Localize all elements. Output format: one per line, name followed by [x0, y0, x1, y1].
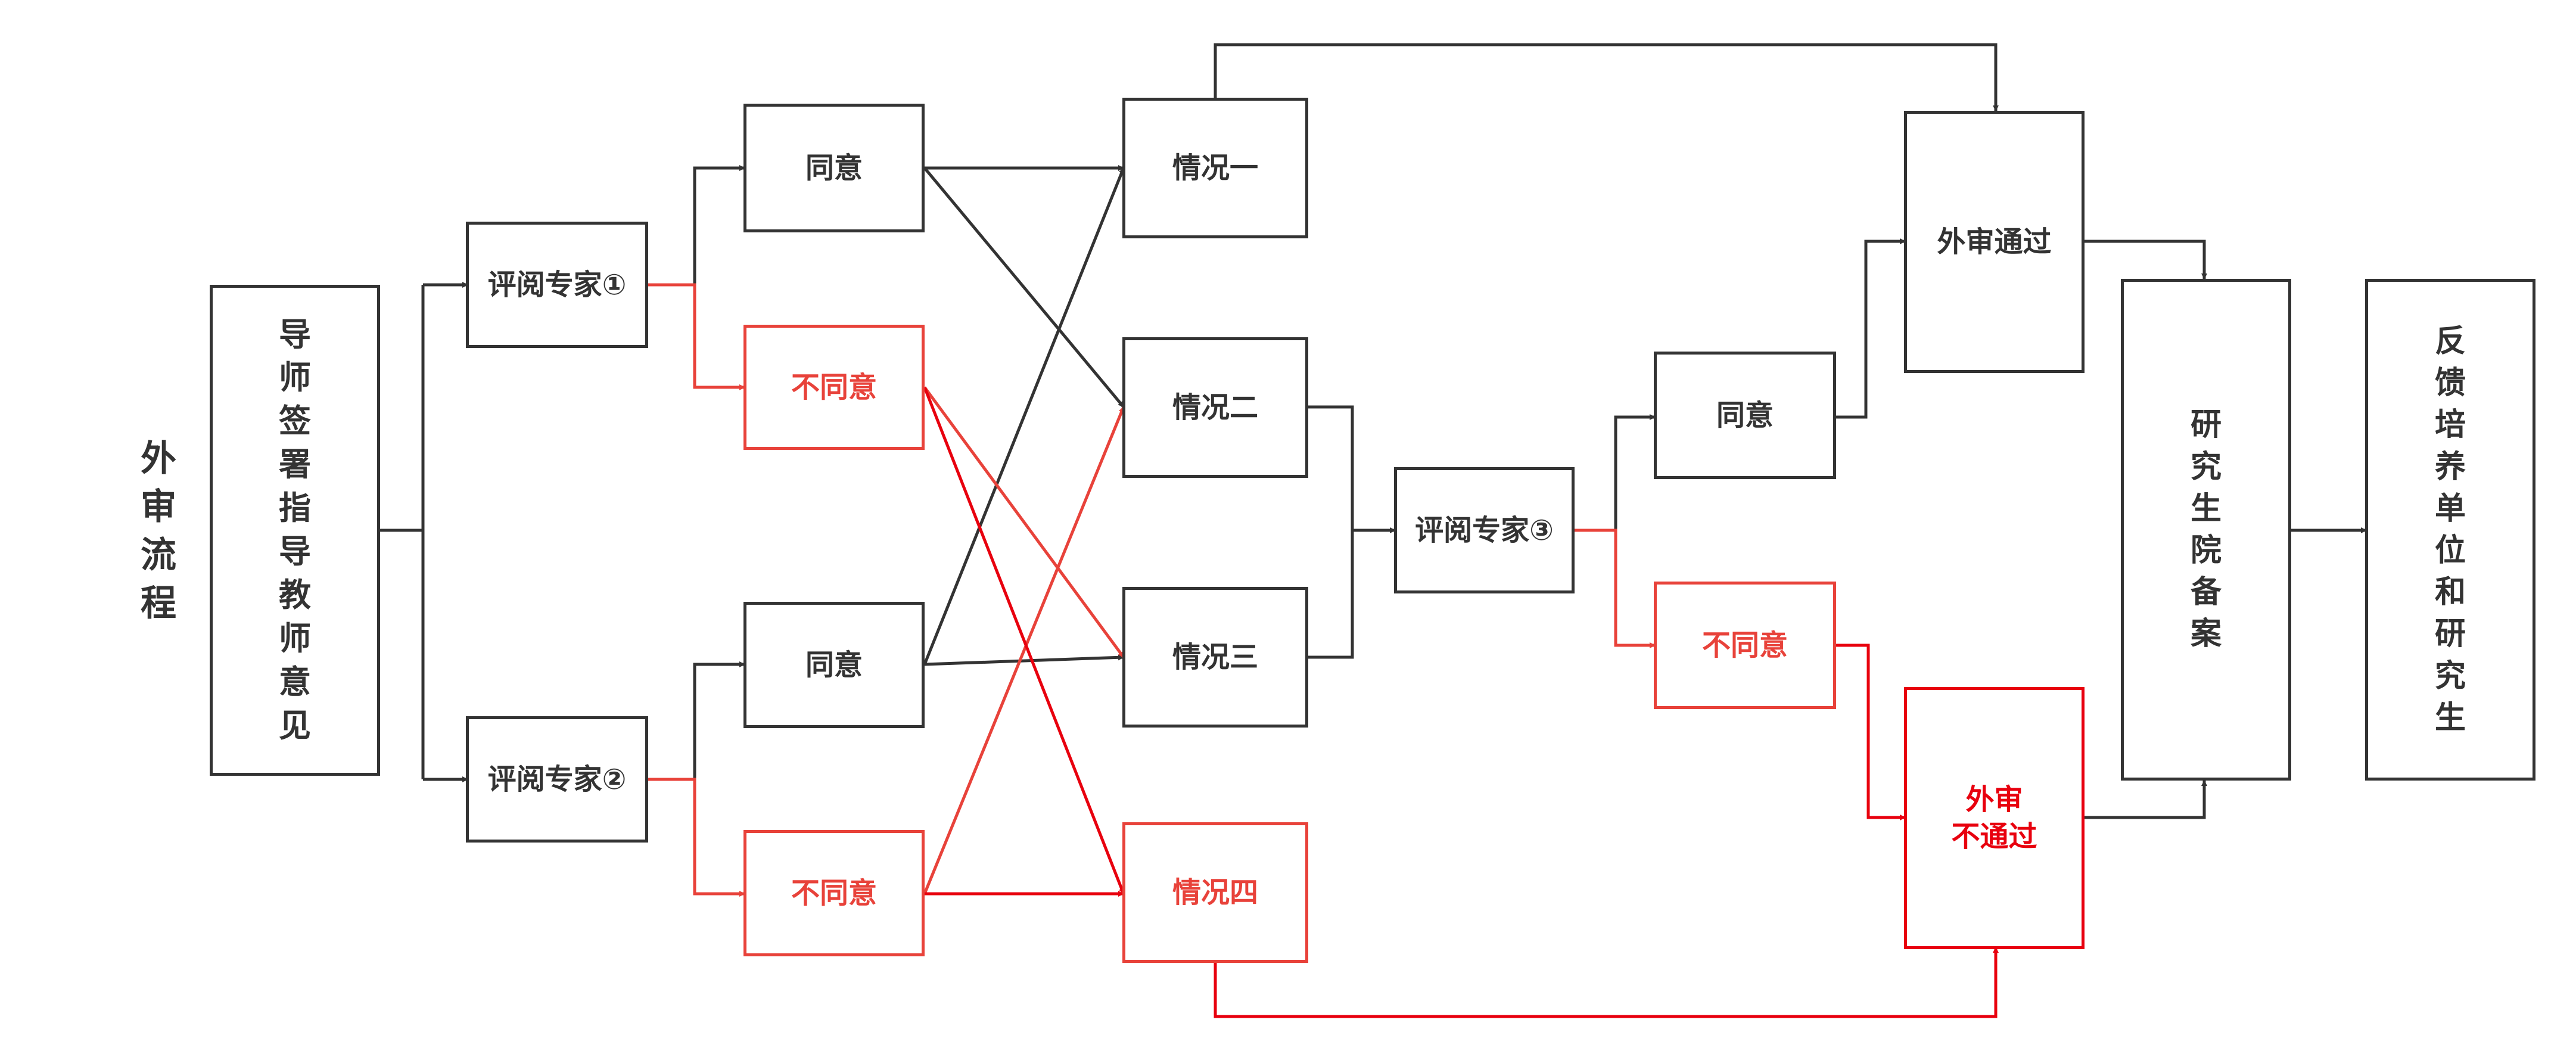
r3-agree-node: 同意 [1654, 352, 1836, 479]
arrow-case4-fail [1214, 947, 1999, 1018]
review-fail-label: 外审 不通过 [1951, 782, 2037, 853]
review-pass-node: 外审通过 [1904, 111, 2085, 373]
advisor-sign-node: 导师签署指导教师意见 [210, 285, 380, 776]
reviewer1-node: 评阅专家① [466, 222, 648, 348]
graduate-school-label: 研究生院备案 [2191, 407, 2222, 652]
case2-node: 情况二 [1122, 337, 1308, 478]
case2-label: 情况二 [1172, 390, 1258, 424]
arrow-r2-disagree [648, 778, 745, 897]
r1-disagree-node: 不同意 [743, 325, 925, 450]
case1-node: 情况一 [1122, 98, 1308, 238]
arrow-r1agree-case2 [923, 167, 1125, 408]
feedback-node: 反馈培养单位和研究生 [2365, 279, 2535, 781]
graduate-school-node: 研究生院备案 [2121, 279, 2291, 781]
connector-cases-reviewer3 [1307, 405, 1354, 659]
connector-advisor-reviewers [380, 285, 425, 779]
arrow-r2-agree [693, 661, 745, 779]
reviewer1-label: 评阅专家① [487, 268, 627, 301]
arrow-r3agree-pass [1836, 238, 1906, 419]
arrow-case1-pass [1214, 43, 1999, 111]
diagram-title: 外审流程 [141, 438, 176, 624]
arrow-r1-agree [693, 165, 745, 285]
arrow-pass-gradschool [2085, 240, 2207, 279]
arrow-r2agree-case1 [923, 167, 1125, 665]
r2-disagree-node: 不同意 [743, 830, 925, 956]
case4-node: 情况四 [1122, 822, 1308, 963]
r2-agree-label: 同意 [805, 648, 863, 682]
arrow-fail-gradschool [2085, 780, 2207, 819]
r1-disagree-label: 不同意 [791, 370, 877, 404]
r3-disagree-node: 不同意 [1654, 582, 1836, 709]
reviewer2-node: 评阅专家② [466, 716, 648, 843]
case4-label: 情况四 [1172, 875, 1258, 909]
case3-node: 情况三 [1122, 587, 1308, 728]
arrow-r2disagree-case2 [923, 406, 1125, 894]
arrow-r3disagree-fail [1836, 644, 1906, 820]
r1-agree-label: 同意 [805, 151, 863, 185]
review-pass-label: 外审通过 [1937, 225, 2052, 259]
r2-disagree-label: 不同意 [791, 876, 877, 910]
arrow-r1-disagree [648, 283, 745, 390]
arrow-r3-disagree [1575, 529, 1656, 648]
r3-agree-label: 同意 [1716, 398, 1774, 432]
advisor-sign-label: 导师签署指导教师意见 [279, 315, 311, 744]
r1-agree-node: 同意 [743, 104, 925, 232]
case1-label: 情况一 [1172, 151, 1258, 185]
reviewer2-label: 评阅专家② [487, 762, 627, 796]
arrow-r1disagree-case3 [923, 386, 1125, 658]
r3-disagree-label: 不同意 [1701, 628, 1788, 662]
arrow-r1disagree-case4 [923, 387, 1125, 894]
reviewer3-label: 评阅专家③ [1415, 513, 1554, 547]
arrow-r2agree-case3 [924, 654, 1124, 666]
review-fail-node: 外审 不通过 [1904, 687, 2085, 949]
reviewer3-node: 评阅专家③ [1394, 467, 1575, 593]
r2-agree-node: 同意 [743, 602, 925, 728]
arrow-r3-agree [1614, 414, 1656, 530]
feedback-label: 反馈培养单位和研究生 [2435, 324, 2466, 736]
case3-label: 情况三 [1172, 640, 1258, 674]
